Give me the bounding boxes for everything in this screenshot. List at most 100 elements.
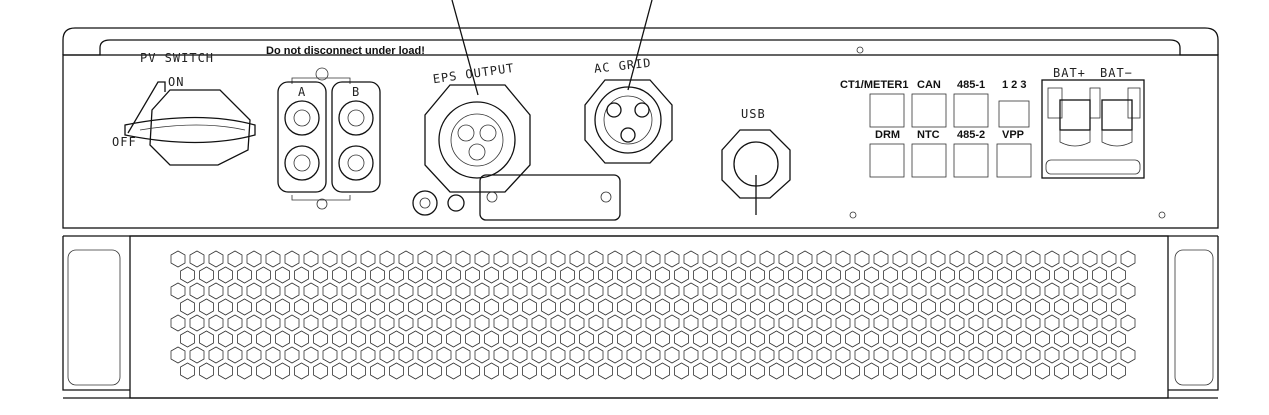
vent-hole <box>664 282 680 300</box>
vent-hole <box>351 266 366 284</box>
vent-hole <box>1082 282 1098 300</box>
vent-hole <box>1082 250 1098 268</box>
vent-hole <box>655 266 670 284</box>
eps-output-connector[interactable] <box>424 84 531 193</box>
vent-hole <box>541 298 556 316</box>
vent-hole <box>873 346 889 364</box>
vent-hole <box>370 266 385 284</box>
vent-hole <box>807 298 822 316</box>
vent-hole <box>294 298 309 316</box>
vent-hole <box>1111 330 1126 348</box>
vent-hole <box>712 298 727 316</box>
vent-hole <box>816 314 832 332</box>
vent-hole <box>617 330 632 348</box>
vent-hole <box>759 282 775 300</box>
vent-hole <box>303 314 319 332</box>
vent-hole <box>218 298 233 316</box>
vent-hole <box>636 266 651 284</box>
vent-hole <box>626 282 642 300</box>
vent-hole <box>379 282 395 300</box>
vent-hole <box>322 250 338 268</box>
ct1-meter1-port[interactable] <box>869 93 905 128</box>
vent-hole <box>275 330 290 348</box>
can-port[interactable] <box>911 93 947 128</box>
vent-hole <box>189 282 205 300</box>
vent-hole <box>189 250 205 268</box>
rs485-2-port[interactable] <box>953 143 989 178</box>
vent-hole <box>313 330 328 348</box>
vent-hole <box>759 314 775 332</box>
vent-hole <box>237 362 252 380</box>
vent-hole <box>360 282 376 300</box>
vent-hole <box>1101 314 1117 332</box>
vent-hole <box>702 314 718 332</box>
dip-switch[interactable] <box>998 100 1030 128</box>
vent-hole <box>313 298 328 316</box>
vent-hole <box>740 250 756 268</box>
vent-hole <box>199 362 214 380</box>
vent-hole <box>997 362 1012 380</box>
drm-port[interactable] <box>869 143 905 178</box>
vent-hole <box>797 282 813 300</box>
side-feet <box>62 236 1219 391</box>
vent-hole <box>778 282 794 300</box>
vent-hole <box>826 362 841 380</box>
vent-hole <box>474 314 490 332</box>
dc-connector-a[interactable]: A <box>277 81 327 193</box>
vent-hole <box>398 250 414 268</box>
vent-hole <box>588 346 604 364</box>
pv-switch-knob[interactable] <box>124 89 256 166</box>
vent-hole <box>1025 314 1041 332</box>
vent-hole <box>360 314 376 332</box>
vent-hole <box>341 250 357 268</box>
vent-hole <box>892 314 908 332</box>
ac-grid-connector[interactable] <box>584 79 673 164</box>
bracket <box>291 77 351 201</box>
vent-hole <box>170 282 186 300</box>
dc-connector-b[interactable]: B <box>331 81 381 193</box>
vent-hole <box>370 298 385 316</box>
vent-hole <box>911 250 927 268</box>
vent-hole <box>541 330 556 348</box>
vent-hole <box>626 346 642 364</box>
can-label: CAN <box>917 79 941 91</box>
vent-hole <box>408 298 423 316</box>
vent-hole <box>1111 362 1126 380</box>
vpp-port[interactable] <box>996 143 1032 178</box>
battery-terminal-block[interactable] <box>1041 79 1145 179</box>
vent-hole <box>351 330 366 348</box>
vent-hole <box>265 282 281 300</box>
vent-hole <box>1073 362 1088 380</box>
vent-hole <box>351 362 366 380</box>
vent-hole <box>664 346 680 364</box>
vent-hole <box>579 330 594 348</box>
vent-hole <box>940 266 955 284</box>
vent-hole <box>617 266 632 284</box>
vent-hole <box>512 346 528 364</box>
vent-hole <box>1120 314 1136 332</box>
vent-hole <box>465 298 480 316</box>
vent-hole <box>493 346 509 364</box>
vent-hole <box>265 250 281 268</box>
vent-hole <box>1082 314 1098 332</box>
vent-hole <box>446 298 461 316</box>
vent-hole <box>968 346 984 364</box>
vent-hole <box>845 362 860 380</box>
vent-hole <box>636 362 651 380</box>
vent-hole <box>987 250 1003 268</box>
vent-hole <box>379 314 395 332</box>
usb-port[interactable] <box>721 129 791 215</box>
vent-hole <box>930 282 946 300</box>
vent-hole <box>873 282 889 300</box>
vent-hole <box>379 250 395 268</box>
vent-hole <box>237 330 252 348</box>
vent-hole <box>1092 330 1107 348</box>
port-a-label: A <box>298 85 306 99</box>
vent-hole <box>332 266 347 284</box>
ntc-port[interactable] <box>911 143 947 178</box>
vent-hole <box>778 250 794 268</box>
rs485-1-port[interactable] <box>953 93 989 128</box>
vent-hole <box>493 282 509 300</box>
vent-hole <box>655 330 670 348</box>
vent-hole <box>1044 314 1060 332</box>
